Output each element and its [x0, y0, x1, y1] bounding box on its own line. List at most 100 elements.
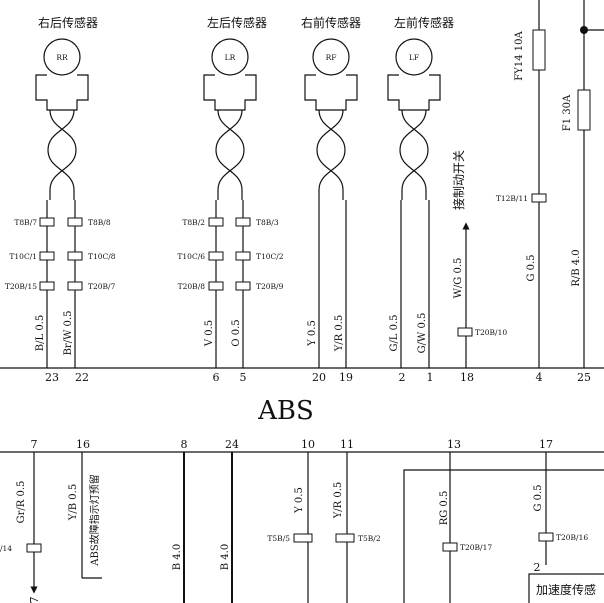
connector-label: T8B/2 — [182, 218, 205, 227]
sensor-lr: 左后传感器 LR T8B/2 T10C/6 T20B/8 T8B/3 T10C/… — [177, 15, 284, 368]
wire-label: B/L 0.5 — [35, 315, 46, 351]
sensor-lf: 左前传感器 LF G/L 0.5 G/W 0.5 — [387, 15, 454, 368]
sensor-rr-twist-b — [47, 109, 75, 200]
pin-number: 7 — [31, 438, 38, 451]
connector-box — [39, 281, 55, 291]
sensor-rf-code: RF — [326, 53, 337, 62]
fuse-label: F1 30A — [562, 94, 573, 131]
pin-number: 2 — [399, 371, 406, 384]
connector-label: T10C/6 — [177, 252, 205, 261]
pin-number: 1 — [427, 371, 434, 384]
sensor-rr-code: RR — [56, 53, 68, 62]
fuse-label: FY14 10A — [514, 31, 525, 81]
module-label: ABS — [257, 396, 314, 426]
wire-label: G 0.5 — [533, 484, 544, 511]
sensor-lf-code: LF — [409, 53, 419, 62]
pin-number: 19 — [339, 371, 353, 384]
accel-sensor-label: 加速度传感 — [536, 582, 596, 597]
pin-number: 16 — [76, 438, 90, 451]
wire-label: Y/R 0.5 — [333, 482, 344, 520]
connector-box — [235, 217, 251, 227]
wire-label: O 0.5 — [231, 319, 242, 346]
pin-number: 8 — [181, 438, 188, 451]
connector-label: T20B/16 — [556, 533, 588, 542]
fuse-f1-circuit: F1 30A R/B 4.0 — [562, 0, 604, 368]
wire-label: B 4.0 — [220, 544, 231, 570]
sensor-lf-title: 左前传感器 — [394, 15, 454, 30]
pin-number: 10 — [301, 438, 315, 451]
sensor-rr-plug — [35, 74, 89, 111]
sensor-rr: 右后传感器 RR T8B/7 T10C/1 T20B/15 T8B/8 T10C… — [5, 15, 116, 368]
connector-label: T20B/15 — [5, 282, 37, 291]
connector-box — [235, 281, 251, 291]
pin-number: 18 — [460, 371, 474, 384]
connector-label: T20B/17 — [460, 543, 492, 552]
bottom-circuits: Gr/R 0.5 /14 7 Y/B 0.5 ABS故障指示灯预留 B 4.0 … — [0, 452, 604, 603]
pin-number: 6 — [213, 371, 220, 384]
connector-box — [39, 251, 55, 261]
pin-number: 22 — [75, 371, 89, 384]
connector-label: T8B/8 — [88, 218, 111, 227]
connector-label: T20B/7 — [88, 282, 116, 291]
sensor-lf-twist-b — [399, 109, 427, 200]
connector-box — [442, 542, 458, 552]
accel-sensor-box — [528, 573, 604, 603]
connector-box — [208, 217, 224, 227]
fuse-fy14-symbol — [532, 29, 546, 71]
connector-box — [335, 533, 355, 543]
fuse-f1-symbol — [577, 89, 591, 131]
fuse-fy14-circuit: FY14 10A T12B/11 G 0.5 — [496, 0, 547, 368]
connector-label: T5B/2 — [358, 534, 381, 543]
pin-number: 25 — [577, 371, 591, 384]
connector-box — [67, 217, 83, 227]
connector-box — [67, 251, 83, 261]
connector-label: T10C/8 — [88, 252, 116, 261]
sensor-rf-twist-b — [316, 109, 344, 200]
connector-label: T20B/9 — [256, 282, 284, 291]
wire-label: RG 0.5 — [439, 491, 450, 526]
connector-box — [293, 533, 313, 543]
connector-box — [39, 217, 55, 227]
wire-label: Y/R 0.5 — [334, 315, 345, 353]
arrow-number: 7 — [28, 597, 41, 603]
sensor-lf-twist-a — [401, 109, 429, 200]
connector-label: T10C/2 — [256, 252, 284, 261]
accel-pin-number: 2 — [534, 561, 541, 574]
connector-label: T5B/5 — [267, 534, 290, 543]
connector-label: T10C/1 — [9, 252, 37, 261]
pin-number: 17 — [539, 438, 553, 451]
sensor-rr-symbol — [43, 38, 81, 76]
pin-number: 4 — [536, 371, 543, 384]
pin-number: 11 — [340, 438, 354, 451]
connector-box — [531, 193, 547, 203]
sensor-lr-symbol — [211, 38, 249, 76]
connector-box — [208, 251, 224, 261]
wire-label: V 0.5 — [204, 320, 215, 347]
brake-switch-circuit: 接制动开关 W/G 0.5 T20B/10 — [451, 150, 507, 368]
sensor-lf-plug — [387, 74, 441, 111]
connector-label: T8B/3 — [256, 218, 279, 227]
connector-label: T20B/8 — [178, 282, 206, 291]
sensor-lr-title: 左后传感器 — [207, 15, 267, 30]
sensor-lr-plug — [203, 74, 257, 111]
sensor-rr-title: 右后传感器 — [38, 15, 98, 30]
connector-box — [235, 251, 251, 261]
wire-label: Y 0.5 — [294, 487, 305, 514]
brake-switch-label: 接制动开关 — [451, 150, 466, 210]
sensor-rf: 右前传感器 RF Y 0.5 Y/R 0.5 — [301, 15, 361, 368]
sensor-lr-twist-a — [217, 109, 245, 200]
pin-number: 23 — [45, 371, 59, 384]
connector-box — [26, 543, 42, 553]
connector-label: T12B/11 — [496, 194, 528, 203]
wire-rg-return — [403, 469, 450, 603]
connector-box — [538, 532, 554, 542]
wire-label: G 0.5 — [526, 254, 537, 281]
wire-label: Gr/R 0.5 — [16, 481, 27, 524]
pin-number: 13 — [447, 438, 461, 451]
indicator-note: ABS故障指示灯预留 — [88, 474, 101, 566]
sensor-rr-twist-a — [49, 109, 77, 200]
wire-label: Br/W 0.5 — [63, 311, 74, 356]
wire-label: G/W 0.5 — [417, 313, 428, 354]
connector-label: T8B/7 — [14, 218, 37, 227]
